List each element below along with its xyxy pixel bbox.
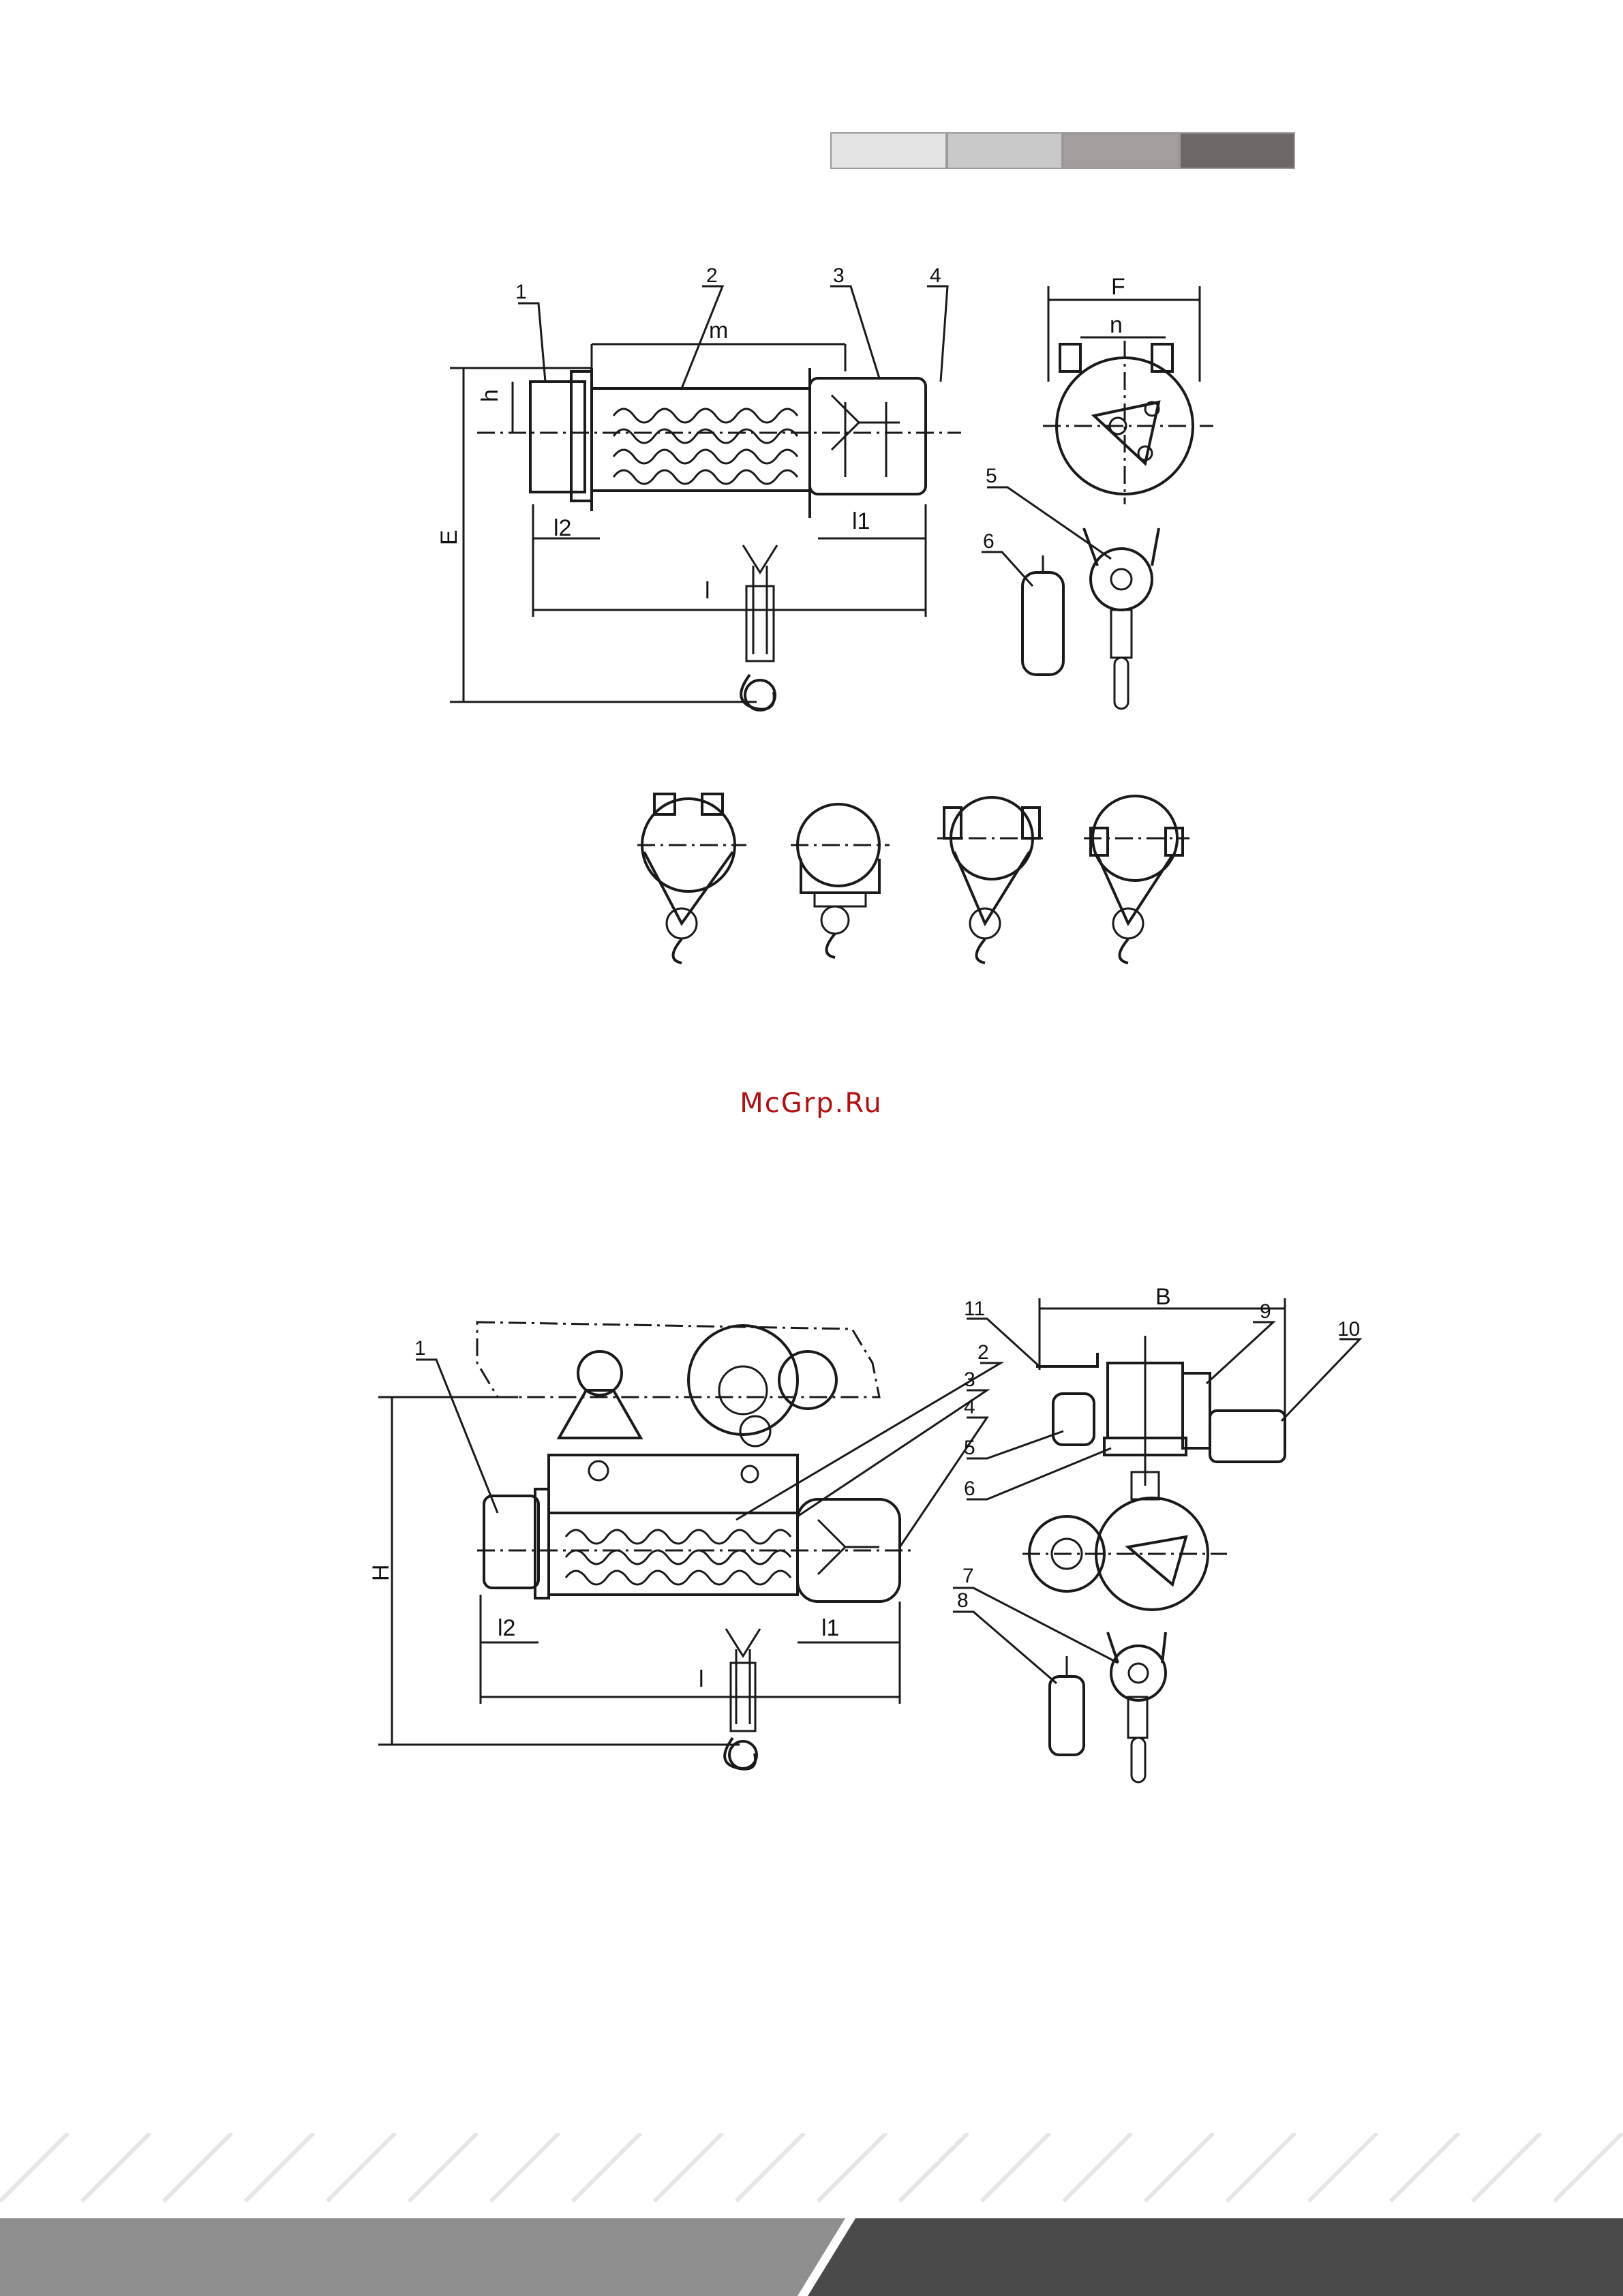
dim-label-l2-fig2: l2 (498, 1615, 515, 1641)
dim-label-E: E (436, 530, 462, 545)
hook-assembly-1 (741, 545, 777, 710)
hook-assembly-2 (725, 1629, 760, 1769)
figure2-end-view (953, 1298, 1360, 1782)
figure2-labels: 1 2 3 4 5 6 7 8 9 10 11 H l2 l1 l B (368, 1284, 1360, 1692)
part-label-5-fig2: 5 (964, 1437, 975, 1459)
cable-bracket-11 (1036, 1353, 1097, 1366)
part-label-3-fig2: 3 (964, 1368, 975, 1391)
figure1-hoist-side-view (450, 286, 961, 710)
pendant-control-6 (1022, 572, 1063, 675)
dim-label-l2: l2 (553, 515, 571, 541)
variant-2 (791, 804, 890, 958)
part-label-8-fig2: 8 (957, 1589, 969, 1612)
travel-motor-10 (1210, 1411, 1285, 1462)
motor-housing-2 (484, 1496, 539, 1588)
part-label-2-fig2: 2 (977, 1341, 989, 1364)
part-label-6: 6 (983, 530, 995, 553)
hook-block-7 (1111, 1646, 1166, 1700)
part-label-9-fig2: 9 (1260, 1300, 1271, 1323)
hoist-body-top (549, 1455, 798, 1513)
part-label-2: 2 (706, 264, 718, 287)
motor-flange (571, 371, 592, 501)
variant-4 (1084, 796, 1189, 963)
figure1-end-view (982, 286, 1213, 709)
part-label-11-fig2: 11 (964, 1298, 985, 1320)
gearbox-housing-2 (798, 1499, 900, 1602)
gearbox-housing (810, 378, 926, 494)
i-beam (477, 1322, 879, 1397)
variant-3 (937, 797, 1043, 963)
part-label-7-fig2: 7 (962, 1565, 974, 1587)
footer-light-panel (0, 2218, 845, 2296)
motor-housing (530, 382, 585, 492)
dim-label-B: B (1155, 1284, 1171, 1310)
pendant-control-8 (1050, 1677, 1084, 1755)
trolley-wheel-left (578, 1351, 622, 1395)
wheel-5 (1053, 1394, 1094, 1445)
part-label-3: 3 (833, 264, 845, 287)
dim-label-F: F (1111, 274, 1125, 300)
drum-frame (592, 388, 810, 491)
dim-label-h: h (477, 389, 503, 402)
figure2-hoist-side-view (378, 1322, 1001, 1769)
part-label-4: 4 (930, 264, 941, 287)
part-label-1: 1 (515, 281, 527, 303)
dim-label-n: n (1110, 312, 1123, 338)
footer-band (0, 2133, 1623, 2296)
trolley-drive-wheel (688, 1326, 798, 1435)
drum-coil (613, 409, 798, 484)
dim-label-l1: l1 (852, 508, 870, 534)
variant-1 (637, 794, 746, 963)
hook-variants-row (637, 794, 1189, 963)
dim-label-l1-fig2: l1 (821, 1615, 839, 1641)
part-label-5: 5 (986, 465, 997, 487)
part-label-6-fig2: 6 (964, 1478, 975, 1500)
dim-label-H: H (368, 1564, 394, 1581)
watermark-text: McGrp.Ru (709, 1088, 913, 1119)
dim-label-m: m (709, 318, 728, 343)
part-label-4-fig2: 4 (964, 1396, 975, 1418)
hook-block-5 (1091, 549, 1152, 610)
footer-stripes (0, 2133, 1622, 2201)
drum-coil-2 (566, 1530, 791, 1585)
dim-label-l: l (705, 578, 710, 604)
part-label-10-fig2: 10 (1337, 1318, 1360, 1341)
footer-dark-panel (808, 2218, 1623, 2296)
part-label-1-fig2: 1 (414, 1337, 426, 1360)
dim-label-l-fig2: l (699, 1666, 704, 1692)
